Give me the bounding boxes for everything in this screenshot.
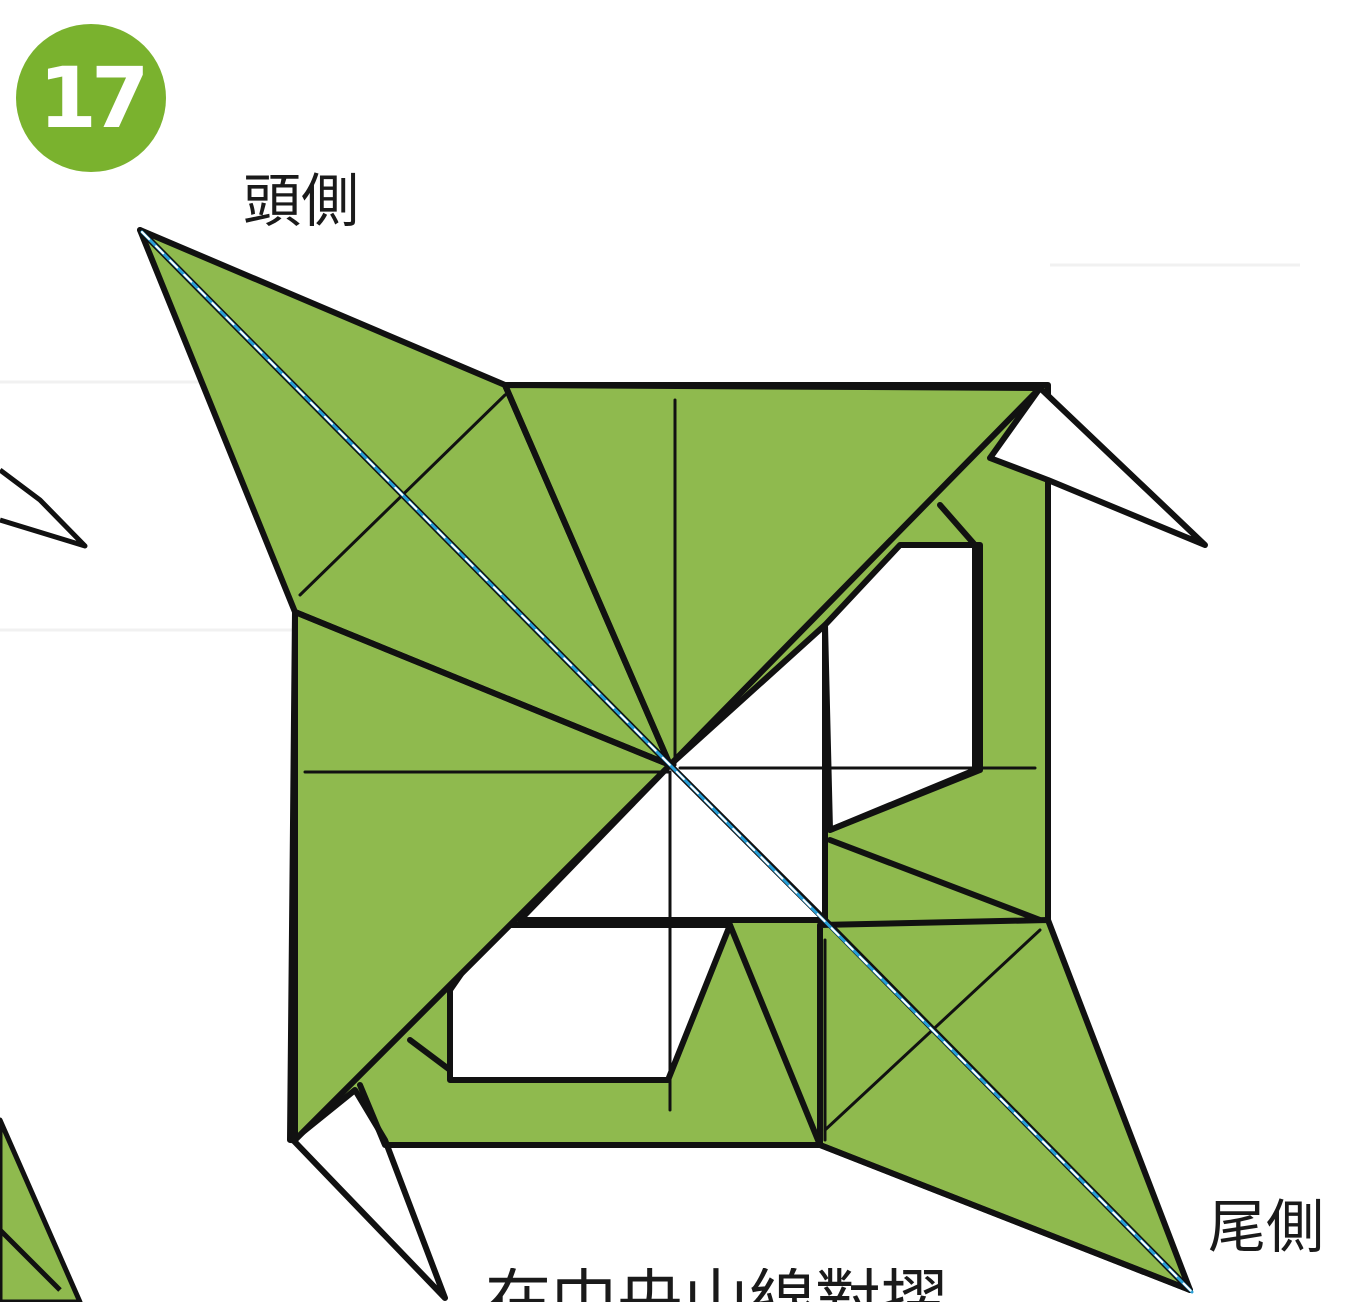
step-number: 17 (38, 49, 150, 147)
head-side-label: 頭側 (243, 167, 360, 235)
previous-step-figure (0, 468, 88, 1305)
upper-right-opening (822, 542, 983, 833)
center-dashed-line (141, 231, 1193, 1293)
origami-model (137, 227, 1208, 1301)
instruction-label: 在中央山線對摺 (485, 1268, 1045, 1302)
upper-right-flap (987, 385, 1208, 548)
tail-side-label: 尾側 (1208, 1193, 1325, 1261)
step-number-badge: 17 (16, 24, 166, 172)
instruction-text: 在中央山線對摺 (485, 1268, 947, 1302)
